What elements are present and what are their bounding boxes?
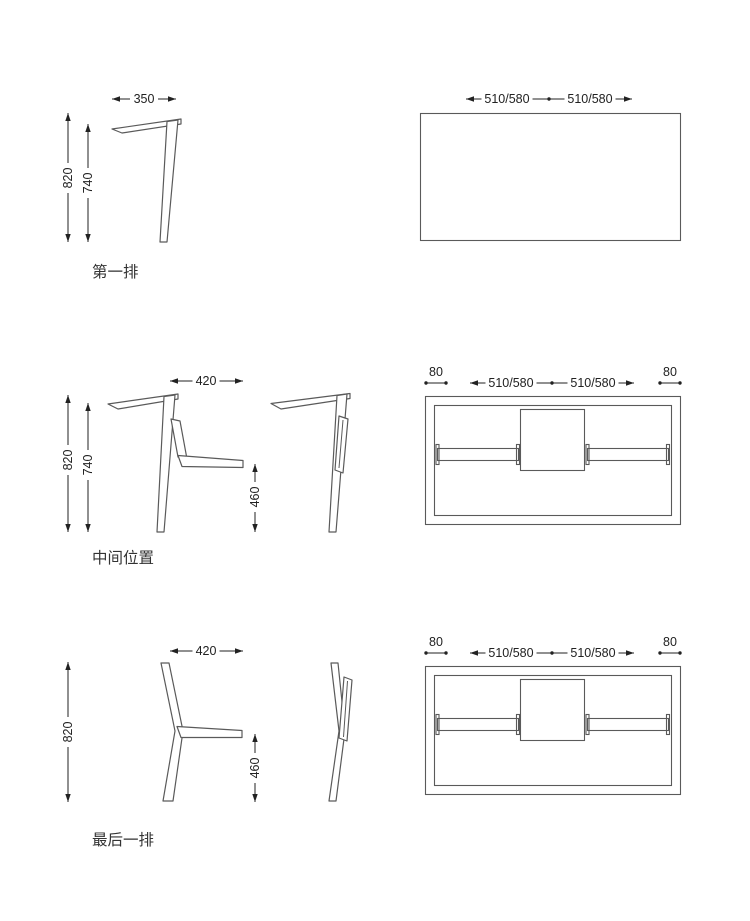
dim-height-seat-label: 460 <box>248 758 262 779</box>
folded-seat-detail-line <box>343 680 348 738</box>
desk-top-profile-folded <box>270 392 351 410</box>
dim-mask <box>81 450 95 480</box>
dim-width-label: 420 <box>196 644 217 658</box>
row-label: 最后一排 <box>92 831 154 849</box>
dim-mask <box>61 717 75 747</box>
seat-pan-profile <box>177 454 244 469</box>
folded-seat-detail-line <box>338 419 344 469</box>
dim-seat-right-label: 510/580 <box>567 92 612 106</box>
dim-end-dot <box>658 651 662 655</box>
dim-end-dot <box>424 651 428 655</box>
dim-height-desk-label: 740 <box>81 173 95 194</box>
dim-mask <box>567 646 619 660</box>
seat-right-top-view <box>586 717 670 732</box>
dim-height-seat-group: 460 <box>248 753 262 783</box>
dim-mask <box>61 445 75 475</box>
row-outer-top-view <box>424 395 682 526</box>
seat-pan-profile <box>176 725 243 739</box>
desk-top-profile <box>111 118 182 134</box>
row-inner-top-view <box>433 674 673 787</box>
seat-right-top-view <box>586 447 670 462</box>
seat-left-bracket <box>435 443 440 466</box>
dim-seat-left-label: 510/580 <box>488 376 533 390</box>
seat-left-top-view <box>436 447 520 462</box>
seat-left-bracket <box>435 713 440 736</box>
dim-end-dot <box>658 381 662 385</box>
dim-margin-right-label: 80 <box>663 635 677 649</box>
dim-divider-dot <box>550 381 554 385</box>
desk-leg-profile <box>159 119 179 243</box>
dim-mask <box>192 374 220 388</box>
dim-margin-right-label: 80 <box>663 365 677 379</box>
dim-height-desk-group: 740 <box>81 450 95 480</box>
dim-divider-dot <box>547 97 551 101</box>
dim-height-total-label: 820 <box>61 722 75 743</box>
row-first: 350 820 740 第一排 510/580 510/580 <box>61 92 682 281</box>
dim-height-total-label: 820 <box>61 450 75 471</box>
dim-height-total-group: 820 <box>61 445 75 475</box>
dim-height-total-label: 820 <box>61 168 75 189</box>
dim-end-dot <box>444 651 448 655</box>
seat-right-bracket <box>665 443 671 466</box>
dim-mask <box>481 92 533 106</box>
dim-mask <box>485 376 537 390</box>
dim-seat-left-label: 510/580 <box>488 646 533 660</box>
dim-mask <box>81 168 95 198</box>
dim-end-dot <box>678 651 682 655</box>
dim-height-total-group: 820 <box>61 163 75 193</box>
dim-height-seat-label: 460 <box>248 487 262 508</box>
center-table-top-view <box>519 408 586 472</box>
row-middle: 420 820 740 460 中间位置 <box>61 365 682 567</box>
dim-width-label: 350 <box>134 92 155 106</box>
dim-mask <box>564 92 616 106</box>
seat-right-bracket <box>665 713 671 736</box>
dim-mask <box>192 644 220 658</box>
seat-right-bracket <box>585 443 590 466</box>
row-outer-top-view <box>424 665 682 796</box>
row-last: 420 820 460 最后一排 80 <box>61 635 682 849</box>
dim-divider-dot <box>550 651 554 655</box>
dim-mask <box>61 163 75 193</box>
dim-mask <box>567 376 619 390</box>
dim-height-desk-group: 740 <box>81 168 95 198</box>
row-label: 中间位置 <box>92 549 154 567</box>
dim-end-dot <box>444 381 448 385</box>
seat-right-bracket <box>585 713 590 736</box>
desk-top-profile <box>107 393 179 410</box>
dim-margin-left-label: 80 <box>429 635 443 649</box>
dim-seat-left-label: 510/580 <box>484 92 529 106</box>
dim-height-desk-label: 740 <box>81 455 95 476</box>
desk-leg-profile <box>156 394 176 533</box>
dim-end-dot <box>678 381 682 385</box>
folded-seat-profile <box>334 415 349 474</box>
dim-margin-left-label: 80 <box>429 365 443 379</box>
seat-left-top-view <box>436 717 520 732</box>
dim-seat-right-label: 510/580 <box>570 376 615 390</box>
dim-mask <box>248 753 262 783</box>
row-label: 第一排 <box>92 263 139 281</box>
dim-mask <box>485 646 537 660</box>
dim-end-dot <box>424 381 428 385</box>
desk-top-view <box>419 112 682 242</box>
dim-height-seat-group: 460 <box>248 482 262 512</box>
dim-height-total-group: 820 <box>61 717 75 747</box>
dim-mask <box>248 482 262 512</box>
seat-left-bracket <box>515 713 521 736</box>
row-inner-top-view <box>433 404 673 517</box>
center-table-top-view <box>519 678 586 742</box>
dim-mask <box>130 92 158 106</box>
dim-seat-right-label: 510/580 <box>570 646 615 660</box>
backrest-leg-profile <box>160 662 184 802</box>
seat-left-bracket <box>515 443 521 466</box>
dim-width-label: 420 <box>196 374 217 388</box>
seat-backrest-profile <box>170 418 188 460</box>
